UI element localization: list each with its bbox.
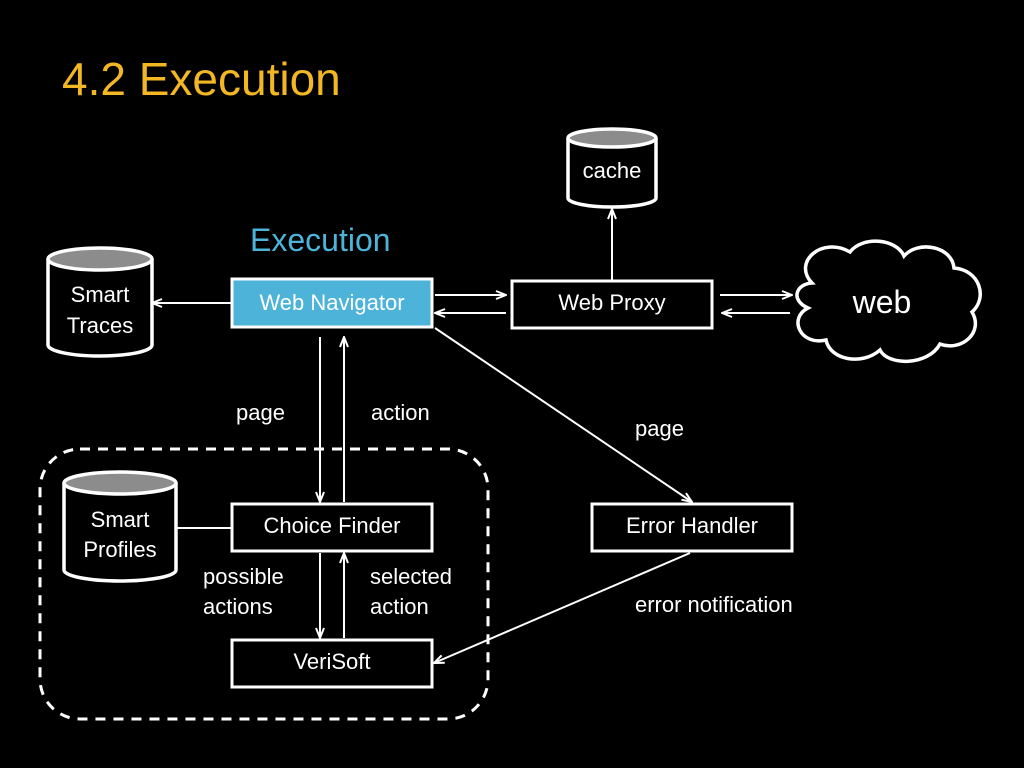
slide-title: 4.2 Execution [62,53,341,105]
cache-database-icon: cache [566,127,658,209]
page-label-left: page [236,400,285,425]
verisoft-node: VeriSoft [230,638,434,689]
possible-actions-label-line2: actions [203,594,273,619]
choice-finder-node: Choice Finder [230,502,434,553]
web-proxy-node: Web Proxy [510,279,714,330]
selected-action-label-line1: selected [370,564,452,589]
possible-actions-label-line1: possible [203,564,284,589]
dashed-group-boundary [38,447,490,721]
selected-action-label-line2: action [370,594,429,619]
web-cloud-icon: web [795,239,982,363]
web-proxy-label: Web Proxy [558,290,665,315]
choice-finder-label: Choice Finder [264,513,401,538]
navigator-to-error-handler-arrow [434,327,692,502]
smart-profiles-label-line2: Profiles [83,537,156,562]
error-handler-to-verisoft-arrow [434,552,691,663]
smart-profiles-label-line1: Smart [91,507,150,532]
smart-profiles-database-icon: Smart Profiles [62,470,178,583]
cache-label: cache [583,158,642,183]
web-label: web [852,284,912,320]
verisoft-label: VeriSoft [293,649,370,674]
smart-traces-label-line2: Traces [67,313,133,338]
error-handler-label: Error Handler [626,513,758,538]
web-navigator-label: Web Navigator [259,290,404,315]
smart-traces-label-line1: Smart [71,282,130,307]
error-handler-node: Error Handler [590,502,794,553]
page-label-right: page [635,416,684,441]
smart-traces-database-icon: Smart Traces [46,246,154,358]
web-navigator-node: Web Navigator [230,277,434,329]
error-notification-label: error notification [635,592,793,617]
action-label: action [371,400,430,425]
connectors [152,209,792,663]
execution-section-label: Execution [250,222,391,258]
